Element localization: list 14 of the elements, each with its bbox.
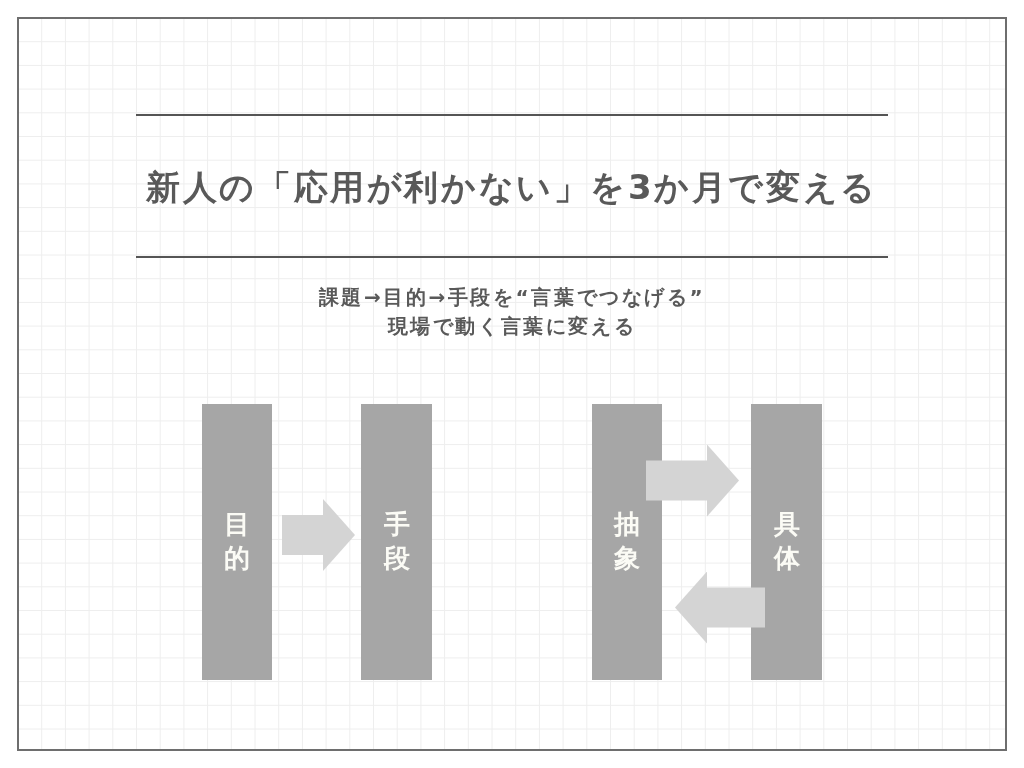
- bar-label: 具体: [773, 508, 800, 575]
- bar-label: 手段: [383, 508, 410, 575]
- concept-bar: [751, 404, 822, 680]
- bar-label: 抽象: [614, 508, 640, 575]
- bar-label: 目的: [224, 508, 250, 575]
- concept-bar: [202, 404, 272, 680]
- block-arrow: [675, 571, 765, 644]
- concept-bar: [592, 404, 662, 680]
- subtitle-text: 現場で動く言葉に変える: [387, 314, 637, 338]
- concept-bar: [361, 404, 432, 680]
- block-arrow: [646, 444, 739, 517]
- subtitle-text: 課題→目的→手段を“言葉でつなげる”: [318, 285, 706, 309]
- block-arrow: [282, 499, 355, 571]
- title-text: 新人の「応用が利かない」を3か月で変える: [145, 166, 879, 208]
